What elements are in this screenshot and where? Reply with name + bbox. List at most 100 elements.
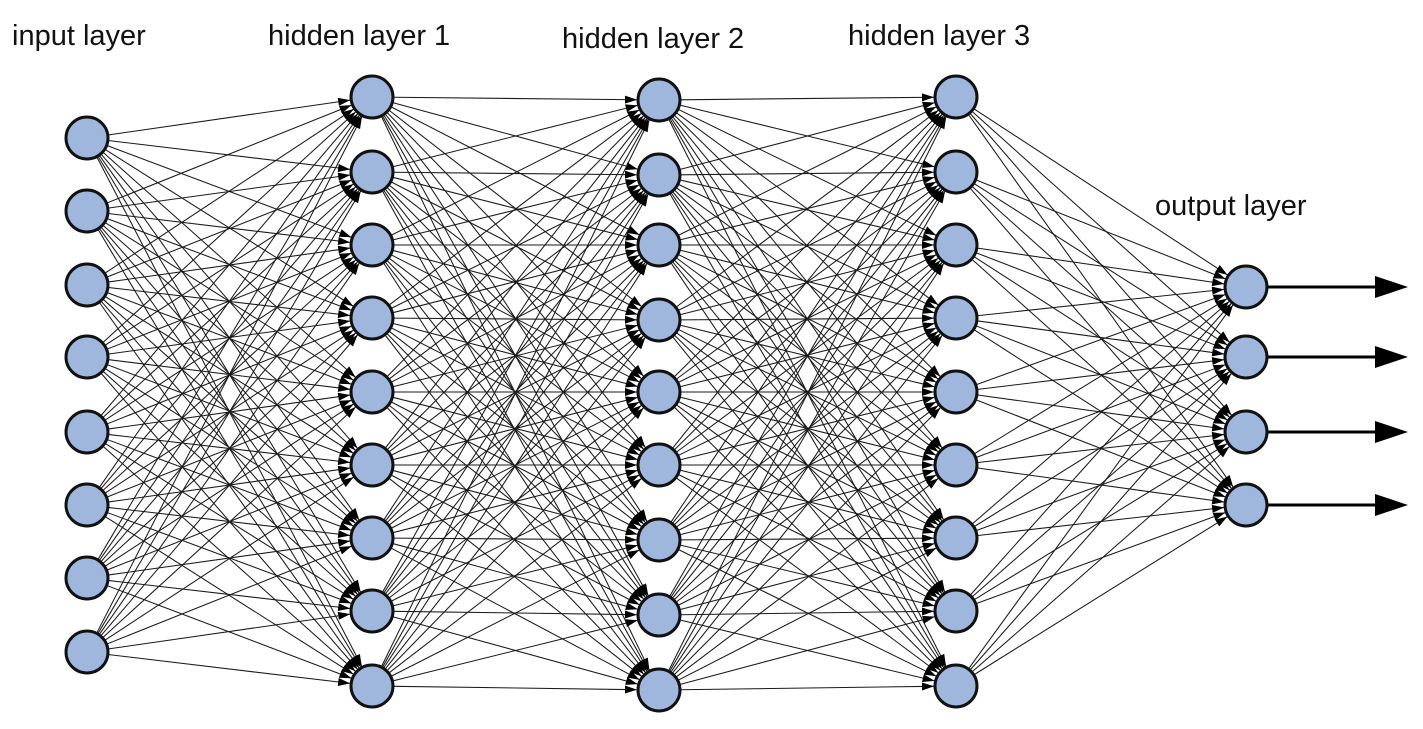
connection-arrowhead	[926, 587, 939, 598]
neuron-input-1	[64, 115, 110, 161]
connection-hidden3-3-to-output-3	[973, 255, 1228, 421]
connection-hidden3-5-to-output-1	[975, 293, 1226, 386]
connection-arrowhead	[923, 106, 937, 116]
connection-arrowhead	[926, 185, 939, 196]
connection-arrowhead	[337, 383, 351, 392]
neuron-hidden3-8	[933, 588, 979, 634]
neuron-hidden3-6	[933, 442, 979, 488]
connection-arrowhead	[338, 449, 352, 458]
connection-hidden1-9-to-hidden2-3	[383, 263, 648, 669]
connection-hidden3-3-to-output-2	[975, 252, 1226, 350]
connection-arrowhead	[338, 522, 352, 531]
connection-hidden1-3-to-hidden2-2	[392, 179, 638, 241]
connection-arrowhead	[629, 295, 642, 307]
connection-hidden1-3-to-hidden2-9	[382, 262, 648, 672]
connection-input-4-to-hidden1-6	[106, 363, 352, 458]
connection-arrowhead	[338, 180, 352, 189]
connection-hidden2-8-to-hidden3-3	[671, 261, 943, 599]
connection-arrowhead	[638, 194, 649, 207]
connection-arrowhead	[629, 188, 642, 199]
neuron-hidden1-6	[349, 442, 395, 488]
connection-arrowhead	[632, 437, 644, 450]
neuron-input-2	[64, 188, 110, 234]
connection-arrowhead	[337, 392, 351, 401]
connection-hidden3-8-to-output-2	[971, 371, 1230, 598]
connection-arrowhead	[1212, 341, 1226, 350]
connection-arrowhead	[922, 469, 935, 478]
connection-arrowhead	[338, 473, 352, 482]
connection-arrowhead	[337, 318, 351, 327]
connection-hidden1-9-to-hidden2-2	[381, 193, 649, 668]
connection-arrowhead	[338, 253, 352, 262]
connection-arrowhead	[929, 407, 941, 419]
connection-arrowhead	[624, 95, 637, 104]
connection-arrowhead	[625, 379, 638, 388]
connection-arrowhead	[1211, 496, 1225, 505]
connection-hidden2-4-to-hidden3-2	[677, 181, 937, 312]
neuron-hidden3-9	[933, 663, 979, 709]
connection-arrowhead	[341, 443, 354, 454]
connection-hidden3-8-to-output-1	[969, 303, 1232, 596]
connection-arrowhead	[926, 331, 939, 342]
connection-arrowhead	[338, 376, 352, 385]
connection-arrowhead	[341, 664, 354, 675]
connection-arrowhead	[926, 441, 939, 452]
connection-arrowhead	[1211, 286, 1225, 295]
connection-arrowhead	[625, 602, 638, 611]
connection-hidden2-2-to-hidden3-5	[675, 186, 939, 380]
connection-arrowhead	[338, 302, 352, 311]
connection-hidden2-9-to-hidden3-4	[671, 334, 943, 674]
hidden-layer-3-label: hidden layer 3	[848, 20, 1030, 52]
neuron-hidden2-8	[636, 592, 682, 638]
neuron-output-4	[1223, 482, 1269, 528]
connection-input-7-to-hidden1-6	[106, 472, 352, 571]
connection-arrowhead	[929, 659, 941, 671]
connection-arrowhead	[922, 453, 935, 461]
connection-arrowhead	[640, 119, 650, 133]
connection-arrowhead	[935, 191, 946, 204]
connection-arrowhead	[922, 176, 935, 184]
connection-hidden1-1-to-hidden2-1	[392, 96, 638, 101]
neuron-hidden3-7	[933, 515, 979, 561]
connection-arrowhead	[337, 245, 351, 254]
connection-arrowhead	[337, 164, 351, 172]
connection-arrowhead	[923, 592, 937, 602]
connection-hidden2-5-to-hidden3-1	[673, 112, 941, 378]
connection-hidden2-8-to-hidden3-1	[668, 115, 946, 598]
connection-arrowhead	[922, 396, 935, 404]
connection-hidden1-1-to-hidden2-5	[386, 111, 645, 377]
connection-arrowhead	[921, 93, 934, 102]
connection-arrowhead	[1218, 479, 1230, 491]
connection-hidden2-6-to-hidden3-7	[679, 469, 935, 534]
connection-arrowhead	[922, 542, 935, 551]
output-arrow-head-4	[1375, 494, 1408, 516]
connection-arrowhead	[624, 535, 637, 544]
connection-arrowhead	[926, 405, 939, 416]
output-arrows	[1267, 276, 1408, 516]
connection-arrowhead	[338, 595, 352, 604]
connection-arrowhead	[926, 368, 939, 380]
connection-input-1-to-hidden1-1	[107, 99, 351, 136]
neuron-hidden3-4	[933, 295, 979, 341]
connection-hidden1-2-to-hidden2-3	[392, 176, 638, 241]
connection-arrowhead	[922, 101, 935, 110]
connection-arrowhead	[929, 112, 941, 124]
connection-arrowhead	[625, 388, 637, 396]
connection-input-3-to-hidden1-1	[104, 108, 354, 274]
connection-hidden1-1-to-hidden2-3	[390, 106, 640, 236]
connection-arrowhead	[933, 263, 944, 276]
neuron-input-6	[64, 482, 110, 528]
connection-hidden1-6-to-hidden2-9	[388, 477, 643, 677]
connection-arrowhead	[923, 299, 937, 309]
connection-hidden2-9-to-hidden3-6	[675, 477, 939, 678]
connection-arrowhead	[626, 474, 640, 484]
connection-hidden3-6-to-output-3	[976, 433, 1225, 464]
connection-arrowhead	[341, 477, 354, 487]
neuron-hidden1-4	[349, 295, 395, 341]
neuron-hidden1-2	[349, 149, 395, 195]
connection-arrowhead	[343, 439, 356, 451]
connection-arrowhead	[923, 548, 937, 558]
hidden-layer-1-label: hidden layer 1	[268, 20, 450, 52]
connection-arrowhead	[928, 438, 941, 450]
connection-arrowhead	[1212, 270, 1226, 279]
